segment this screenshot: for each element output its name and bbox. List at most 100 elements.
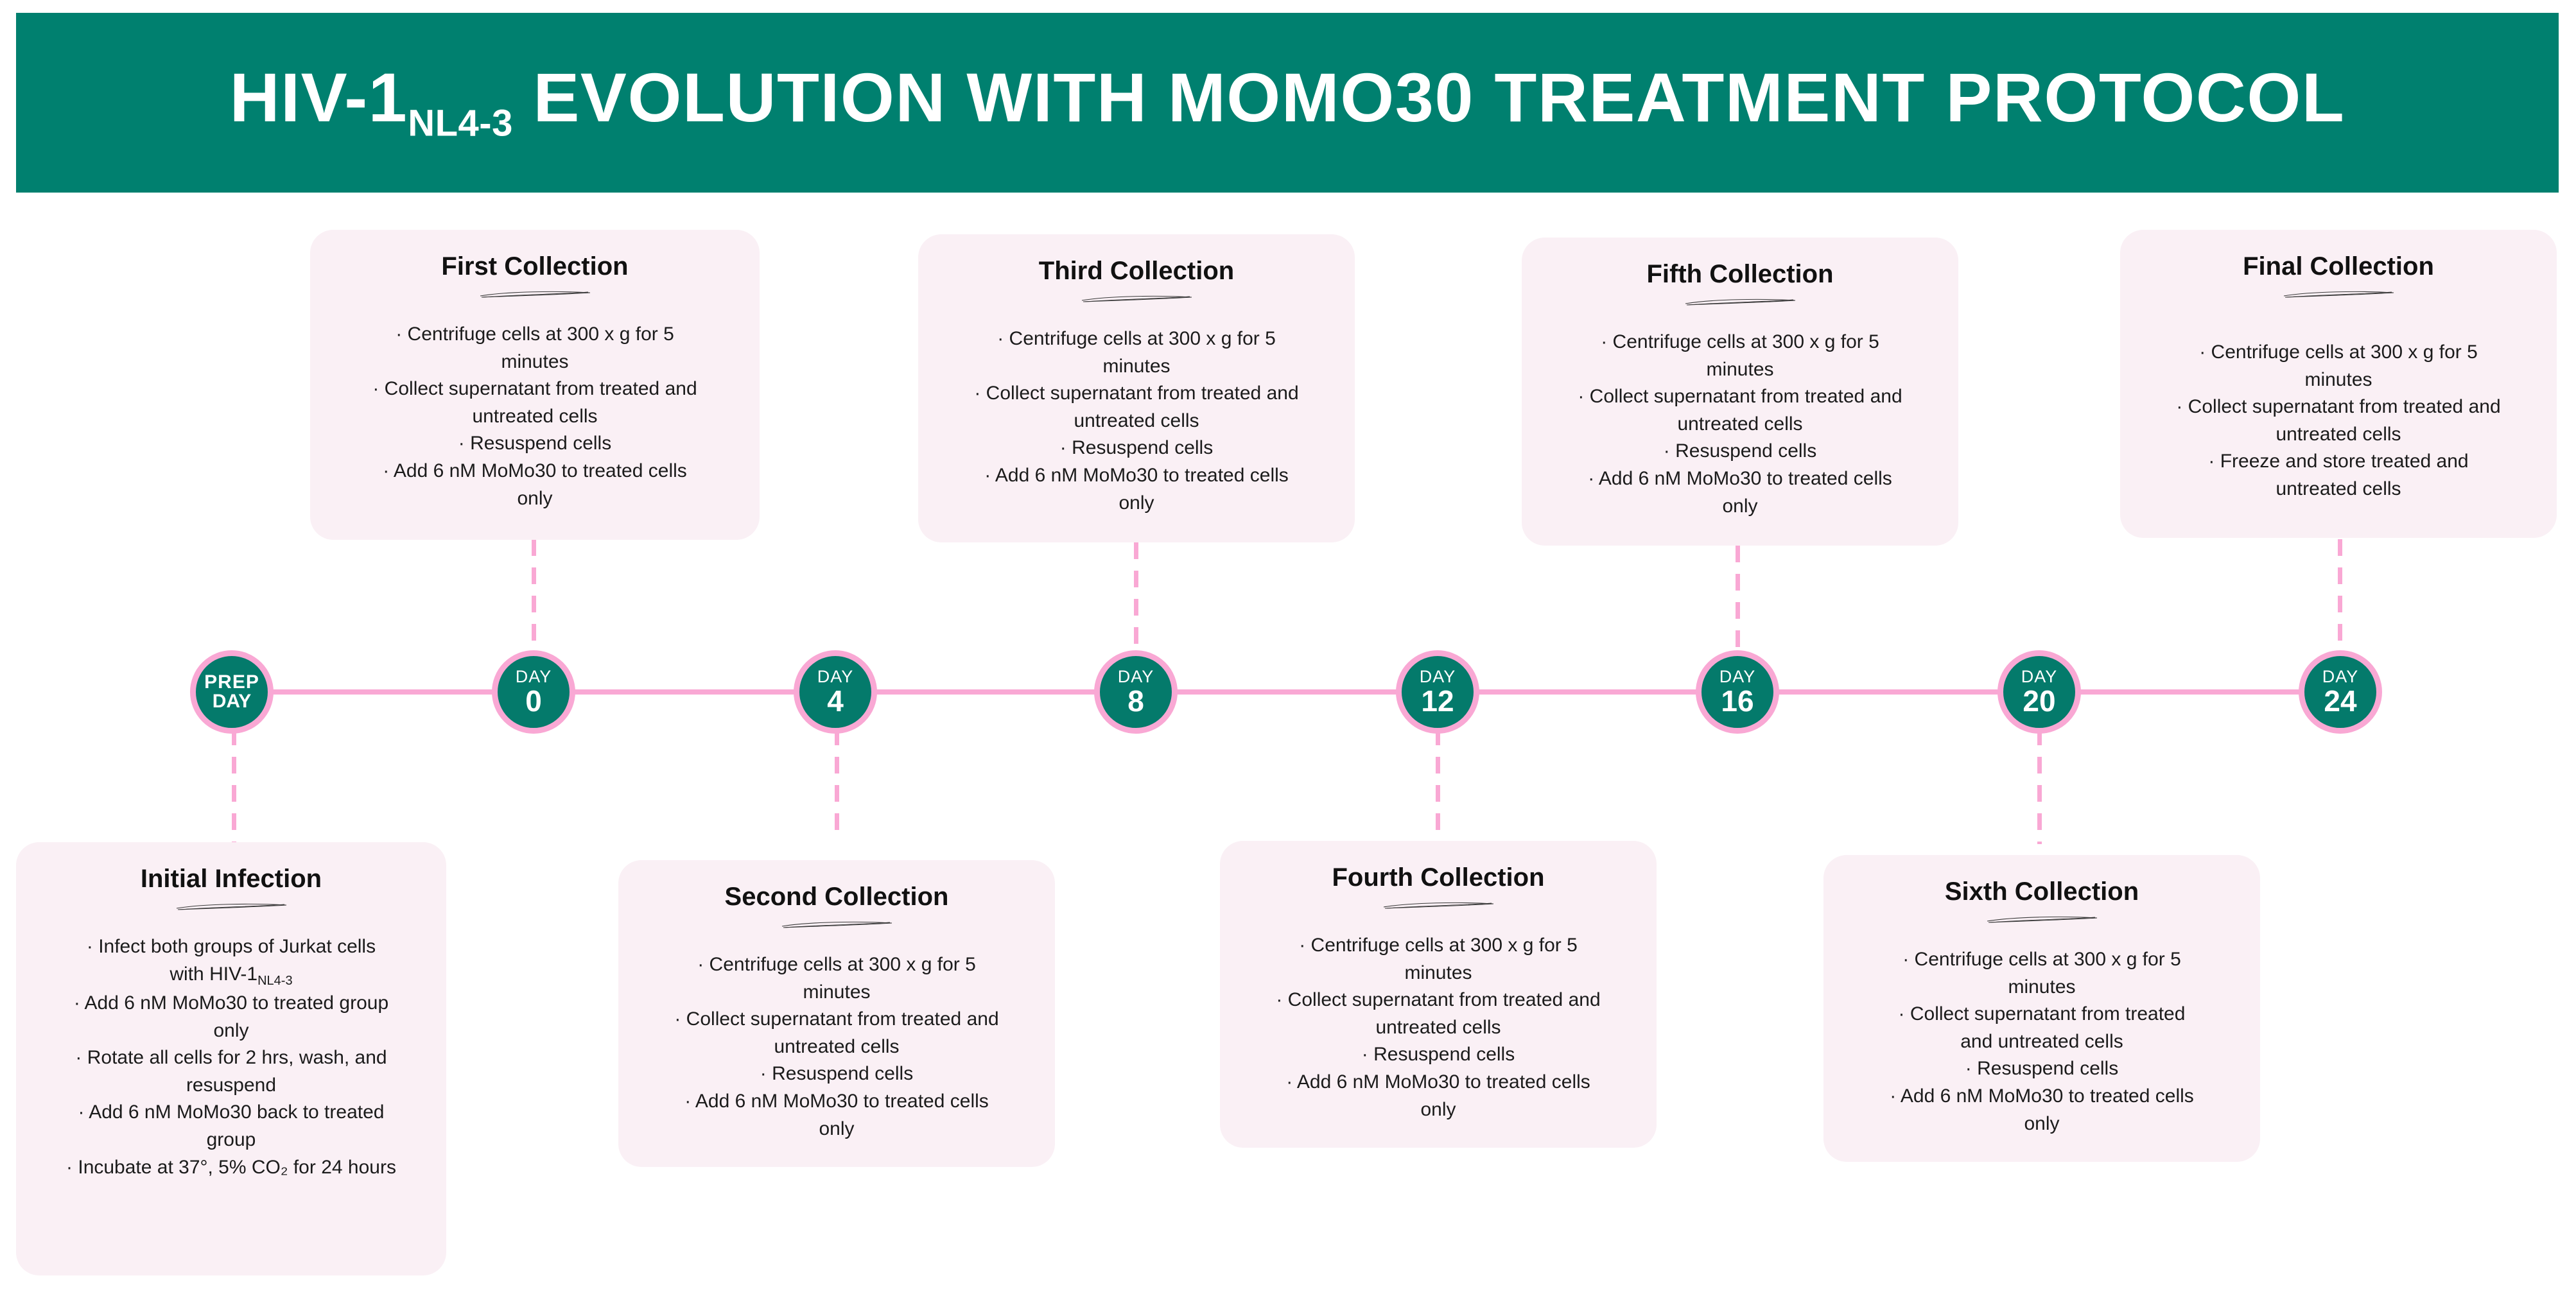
title-underline-flourish: [781, 921, 892, 928]
list-item: minutes: [2304, 368, 2372, 390]
card-body: · Centrifuge cells at 300 x g for 5 minu…: [1536, 329, 1944, 520]
card-body: · Centrifuge cells at 300 x g for 5 minu…: [932, 325, 1341, 517]
list-item: only: [213, 1019, 249, 1041]
card-title: Initial Infection: [140, 865, 322, 893]
title-part-rest: EVOLUTION WITH MOMO30 TREATMENT PROTOCOL: [512, 58, 2345, 137]
title-underline-flourish: [1383, 902, 1493, 909]
list-item: · Add 6 nM MoMo30 to treated cells: [383, 460, 687, 481]
timeline-node-prep-day[interactable]: PREP DAY: [190, 650, 274, 734]
title-underline-flourish: [1685, 298, 1795, 306]
connector-initial-infection: [232, 729, 236, 844]
list-item: group: [206, 1128, 256, 1150]
list-item: · Collect supernatant from treated and: [1276, 989, 1601, 1011]
node-label-bottom: 20: [2023, 684, 2056, 718]
card-title: First Collection: [441, 252, 629, 281]
list-item: untreated cells: [2276, 423, 2401, 445]
list-item: · Incubate at 37°, 5% CO₂ for 24 hours: [66, 1156, 396, 1178]
list-item: minutes: [1102, 355, 1171, 377]
timeline-node-day-8[interactable]: DAY 8: [1094, 650, 1178, 734]
node-label-bottom: DAY: [212, 691, 252, 713]
node-label-bottom: 16: [1721, 684, 1754, 718]
list-item: minutes: [2008, 976, 2076, 998]
card-title: Sixth Collection: [1944, 877, 2139, 906]
title-underline-flourish: [2283, 291, 2394, 298]
list-item: and untreated cells: [1960, 1030, 2123, 1052]
node-label-bottom: 24: [2324, 684, 2357, 718]
timeline-node-day-16[interactable]: DAY 16: [1696, 650, 1779, 734]
list-item: · Add 6 nM MoMo30 to treated cells: [1890, 1085, 2194, 1107]
card-title: Third Collection: [1038, 257, 1235, 285]
list-item: untreated cells: [472, 405, 598, 427]
timeline-node-day-0[interactable]: DAY 0: [492, 650, 575, 734]
node-label-top: DAY: [2322, 667, 2359, 687]
card-final-collection[interactable]: Final Collection · Centrifuge cells at 3…: [2120, 230, 2557, 538]
list-item: resuspend: [186, 1074, 277, 1096]
timeline-node-day-24[interactable]: DAY 24: [2299, 650, 2382, 734]
card-title: Second Collection: [724, 883, 949, 911]
card-third-collection[interactable]: Third Collection · Centrifuge cells at 3…: [918, 234, 1355, 542]
list-item: · Add 6 nM MoMo30 to treated group: [73, 992, 389, 1014]
timeline-node-day-4[interactable]: DAY 4: [794, 650, 877, 734]
card-sixth-collection[interactable]: Sixth Collection · Centrifuge cells at 3…: [1823, 855, 2260, 1162]
list-item: · Resuspend cells: [1663, 440, 1817, 462]
list-item: · Collect supernatant from treated: [1898, 1003, 2186, 1025]
list-item: · Add 6 nM MoMo30 back to treated: [78, 1102, 385, 1123]
list-item: · Collect supernatant from treated and: [372, 378, 697, 400]
list-item: minutes: [1706, 358, 1774, 380]
list-item-text: with HIV-1: [170, 963, 258, 985]
connector-second-collection: [835, 729, 839, 841]
card-body: · Centrifuge cells at 300 x g for 5 minu…: [2134, 339, 2543, 503]
card-fourth-collection[interactable]: Fourth Collection · Centrifuge cells at …: [1220, 841, 1657, 1148]
card-second-collection[interactable]: Second Collection · Centrifuge cells at …: [618, 860, 1055, 1167]
list-item: · Centrifuge cells at 300 x g for 5: [1601, 331, 1879, 352]
node-label-top: PREP: [204, 671, 259, 693]
list-item: untreated cells: [1074, 410, 1199, 431]
title-underline-flourish: [1987, 916, 2097, 923]
list-item: · Centrifuge cells at 300 x g for 5: [396, 324, 674, 345]
title-underline-flourish: [176, 903, 286, 910]
node-label-top: DAY: [817, 667, 854, 687]
node-label-bottom: 0: [525, 684, 542, 718]
list-item: · Centrifuge cells at 300 x g for 5: [1902, 949, 2181, 970]
card-first-collection[interactable]: First Collection · Centrifuge cells at 3…: [310, 230, 760, 540]
node-label-bottom: 4: [827, 684, 844, 718]
node-label-bottom: 8: [1127, 684, 1144, 718]
list-item: only: [517, 487, 553, 509]
list-item: · Add 6 nM MoMo30 to treated cells: [984, 464, 1289, 486]
timeline-node-day-12[interactable]: DAY 12: [1396, 650, 1479, 734]
subscript-nl43: NL4-3: [257, 973, 293, 988]
list-item: minutes: [1404, 962, 1472, 983]
timeline-node-day-20[interactable]: DAY 20: [1997, 650, 2081, 734]
list-item: minutes: [803, 981, 871, 1003]
list-item-with-subscript: with HIV-1NL4-3: [30, 961, 432, 990]
list-item: · Collect supernatant from treated and: [674, 1008, 999, 1030]
list-item: only: [819, 1118, 855, 1139]
list-item: untreated cells: [1375, 1016, 1501, 1038]
title-part-hiv: HIV-1: [229, 58, 408, 137]
list-item: · Collect supernatant from treated and: [1578, 386, 1902, 408]
list-item: · Resuspend cells: [1059, 437, 1214, 459]
list-item: · Resuspend cells: [1361, 1044, 1515, 1066]
list-item: · Freeze and store treated and: [2208, 451, 2469, 472]
card-body: · Centrifuge cells at 300 x g for 5 minu…: [632, 951, 1041, 1143]
card-fifth-collection[interactable]: Fifth Collection · Centrifuge cells at 3…: [1522, 238, 1958, 546]
connector-first-collection: [532, 539, 536, 668]
list-item: · Resuspend cells: [1965, 1058, 2119, 1080]
title-underline-flourish: [480, 291, 590, 298]
title-underline-flourish: [1081, 295, 1192, 302]
card-body: · Infect both groups of Jurkat cells wit…: [30, 933, 432, 1181]
list-item: only: [1118, 492, 1154, 514]
timeline-axis: [231, 689, 2340, 695]
connector-sixth-collection: [2037, 729, 2042, 844]
card-body: · Centrifuge cells at 300 x g for 5 minu…: [324, 321, 745, 512]
card-title: Fifth Collection: [1646, 260, 1834, 288]
list-item: · Centrifuge cells at 300 x g for 5: [997, 328, 1276, 349]
list-item: only: [1420, 1098, 1456, 1120]
list-item: · Add 6 nM MoMo30 to treated cells: [1588, 467, 1892, 489]
list-item: · Collect supernatant from treated and: [974, 383, 1299, 404]
node-label-top: DAY: [515, 667, 552, 687]
list-item: minutes: [501, 350, 569, 372]
card-initial-infection[interactable]: Initial Infection · Infect both groups o…: [16, 842, 446, 1275]
list-item: · Centrifuge cells at 300 x g for 5: [1299, 935, 1578, 956]
connector-final-collection: [2338, 539, 2342, 668]
